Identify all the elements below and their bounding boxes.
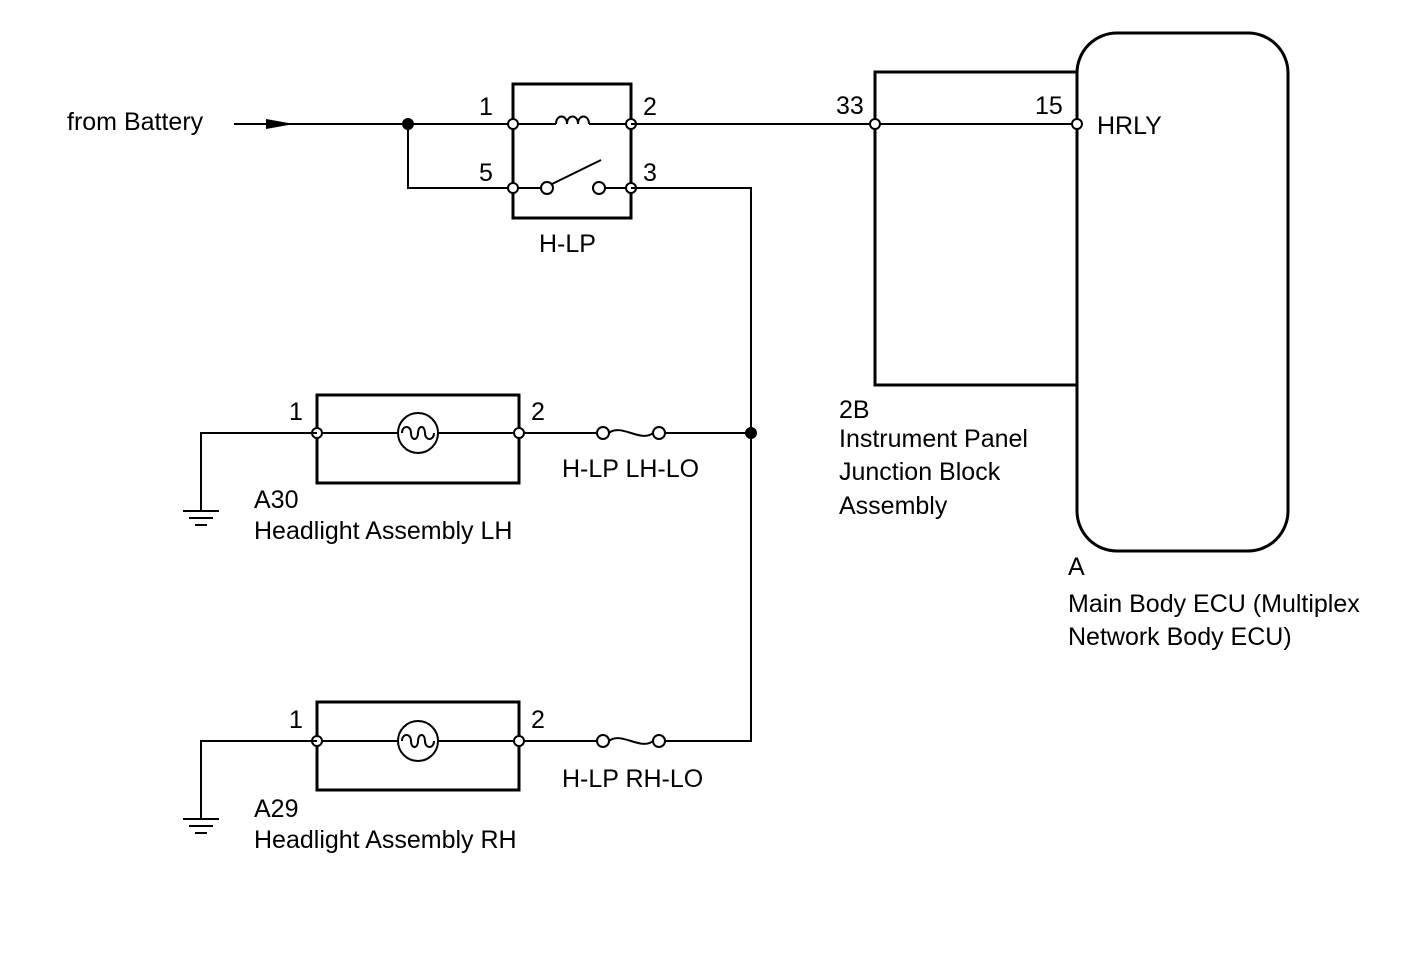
relay-box xyxy=(511,82,633,220)
relay-switch-arm xyxy=(551,159,602,185)
ecu-signal-label: HRLY xyxy=(1097,112,1162,140)
ecu-box xyxy=(1075,31,1290,553)
relay-switch-contact-right xyxy=(592,181,606,195)
ground-rh xyxy=(183,740,317,834)
headlight-rh-terminal-2 xyxy=(513,735,525,747)
headlight-rh-code: A29 xyxy=(254,795,298,823)
fuse-lh xyxy=(519,426,666,440)
main-body-ecu xyxy=(1071,31,1290,553)
relay-name-label: H-LP xyxy=(539,230,596,258)
headlight-lh-name: Headlight Assembly LH xyxy=(254,517,512,545)
junction-block-terminal-33 xyxy=(869,118,881,130)
junction-block-box xyxy=(873,70,1077,387)
headlight-assembly-lh xyxy=(311,393,525,485)
headlight-lh-pin-2-label: 2 xyxy=(531,398,545,426)
headlight-rh-name: Headlight Assembly RH xyxy=(254,826,517,854)
junction-block-code: 2B xyxy=(839,396,870,424)
headlight-rh-pin-2-label: 2 xyxy=(531,706,545,734)
headlight-rh-pin-1-label: 1 xyxy=(289,706,303,734)
relay-pin-2-label: 2 xyxy=(643,93,657,121)
relay-switch-contact-left xyxy=(540,181,554,195)
junction-block-name-line-3: Assembly xyxy=(839,492,948,520)
ecu-code: A xyxy=(1068,553,1085,581)
relay-pin-1-label: 1 xyxy=(479,93,493,121)
relay-coil-icon xyxy=(555,115,590,125)
battery-feed-wire xyxy=(234,118,513,189)
junction-block-name-line-1: Instrument Panel xyxy=(839,425,1028,453)
headlight-lh-pin-1-label: 1 xyxy=(289,398,303,426)
arrow-right-icon xyxy=(266,119,294,129)
fuse-lh-label: H-LP LH-LO xyxy=(562,455,699,483)
ecu-pin-label: 15 xyxy=(1035,92,1063,120)
ecu-name-line-1: Main Body ECU (Multiplex xyxy=(1068,590,1360,618)
relay-pin-3-label: 3 xyxy=(643,159,657,187)
relay-terminal-1 xyxy=(507,118,519,130)
ground-icon xyxy=(183,510,219,526)
junction-block-2b xyxy=(869,70,1077,387)
junction-block-name-line-2: Junction Block xyxy=(839,458,1001,486)
lamp-bulb-icon xyxy=(397,412,439,454)
junction-block-pin-label: 33 xyxy=(836,92,864,120)
fuse-icon xyxy=(608,429,654,437)
ground-lh xyxy=(183,432,317,526)
headlight-lh-code: A30 xyxy=(254,486,298,514)
lamp-bulb-icon xyxy=(397,720,439,762)
wire-relay-to-headlights xyxy=(631,187,757,742)
relay-h-lp xyxy=(507,82,637,220)
ecu-terminal-15 xyxy=(1071,118,1083,130)
fuse-icon xyxy=(608,737,654,745)
relay-terminal-5 xyxy=(507,182,519,194)
relay-pin-5-label: 5 xyxy=(479,159,493,187)
splice-point-headlights xyxy=(745,427,757,439)
fuse-rh-label: H-LP RH-LO xyxy=(562,765,703,793)
ecu-name-line-2: Network Body ECU) xyxy=(1068,623,1292,651)
battery-source-label: from Battery xyxy=(67,108,204,136)
headlight-assembly-rh xyxy=(311,700,525,792)
fuse-rh xyxy=(519,734,666,748)
ground-icon xyxy=(183,818,219,834)
headlight-lh-terminal-2 xyxy=(513,427,525,439)
